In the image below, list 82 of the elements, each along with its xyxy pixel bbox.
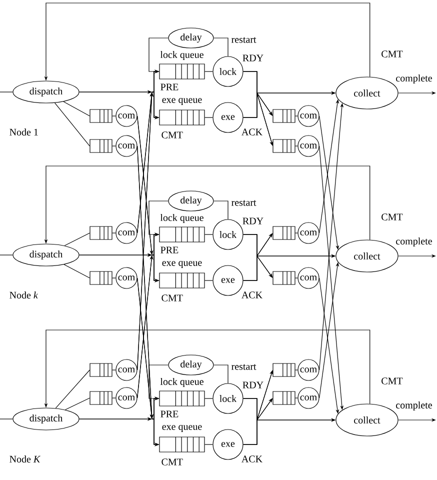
queue-box: [272, 109, 296, 123]
queue-box: [90, 226, 112, 240]
queue-label: lock queue: [160, 214, 204, 224]
connector-line: [64, 264, 90, 278]
queue-box: [90, 363, 112, 377]
signal-label: PRE: [160, 246, 178, 254]
edge-label: CMT: [380, 376, 404, 386]
connector-line: [204, 117, 213, 118]
connector-line: [204, 71, 213, 72]
connector-line: [64, 398, 90, 410]
queue-box: [90, 139, 112, 153]
connector-line: [295, 232, 298, 234]
edge-label: CMT: [380, 50, 404, 58]
circle-node: exe: [212, 102, 244, 133]
ellipse-node: delay: [168, 354, 214, 376]
queue-box: [90, 109, 112, 123]
circle-node: com: [298, 267, 320, 289]
section-label: Node 1: [10, 128, 38, 136]
circle-node: com: [116, 222, 138, 244]
queue-box: [90, 391, 112, 405]
edge-label: restart: [230, 199, 258, 207]
queue-box: [272, 226, 296, 240]
signal-label: RDY: [242, 218, 264, 224]
connector-line: [204, 234, 213, 235]
circle-node: com: [116, 105, 138, 127]
circle-node: com: [116, 267, 138, 289]
circle-node: com: [298, 359, 320, 381]
circle-node: lock: [212, 56, 244, 87]
circle-node: com: [116, 135, 138, 157]
signal-label: CMT: [162, 458, 183, 466]
queue-label: exe queue: [162, 98, 202, 105]
signal-label: CMT: [162, 294, 183, 302]
connector-line: [204, 280, 213, 281]
queue-label: lock queue: [160, 378, 204, 388]
connector-line: [214, 200, 228, 220]
queue-label: lock queue: [160, 50, 204, 60]
queue-label: exe queue: [162, 261, 202, 268]
signal-label: ACK: [242, 128, 262, 136]
circle-node: com: [298, 222, 320, 244]
connector-line: [0, 254, 13, 256]
connector-line: [64, 232, 90, 246]
signal-label: ACK: [242, 456, 262, 462]
circle-node: exe: [212, 265, 244, 296]
edge-label: CMT: [380, 212, 404, 222]
circle-node: com: [116, 359, 138, 381]
connector-line: [204, 444, 213, 445]
signal-label: PRE: [160, 84, 178, 90]
circle-node: com: [298, 387, 320, 409]
circle-node: com: [298, 105, 320, 127]
ellipse-node: delay: [168, 190, 214, 212]
connector-line: [54, 102, 90, 146]
section-label: Node K: [10, 455, 41, 463]
queue-label: exe queue: [162, 425, 202, 432]
edge-label: restart: [230, 36, 258, 44]
signal-label: PRE: [160, 410, 178, 418]
queue-box: [90, 271, 112, 285]
signal-label: RDY: [242, 382, 264, 388]
signal-label: CMT: [162, 132, 183, 138]
section-label: Node k: [10, 291, 38, 299]
circle-node: lock: [212, 219, 244, 250]
circle-node: com: [116, 387, 138, 409]
circle-node: exe: [212, 429, 244, 460]
circle-node: lock: [212, 383, 244, 414]
ellipse-node: dispatch: [12, 408, 80, 430]
signal-label: RDY: [242, 54, 264, 62]
signal-label: ACK: [242, 292, 262, 298]
queue-box: [272, 391, 296, 405]
connector-line: [0, 418, 13, 420]
queue-box: [272, 363, 296, 377]
edge-label: restart: [230, 363, 258, 371]
connector-line: [112, 232, 116, 234]
circle-node: com: [298, 135, 320, 157]
connector-line: [204, 398, 213, 399]
connector-line: [214, 38, 228, 56]
ellipse-node: delay: [168, 28, 214, 48]
ellipse-node: dispatch: [12, 80, 80, 104]
queue-box: [272, 271, 296, 285]
queue-box: [272, 139, 296, 153]
ellipse-node: dispatch: [12, 244, 80, 266]
connector-line: [55, 370, 90, 408]
connector-line: [63, 101, 90, 116]
connector-line: [214, 364, 228, 384]
